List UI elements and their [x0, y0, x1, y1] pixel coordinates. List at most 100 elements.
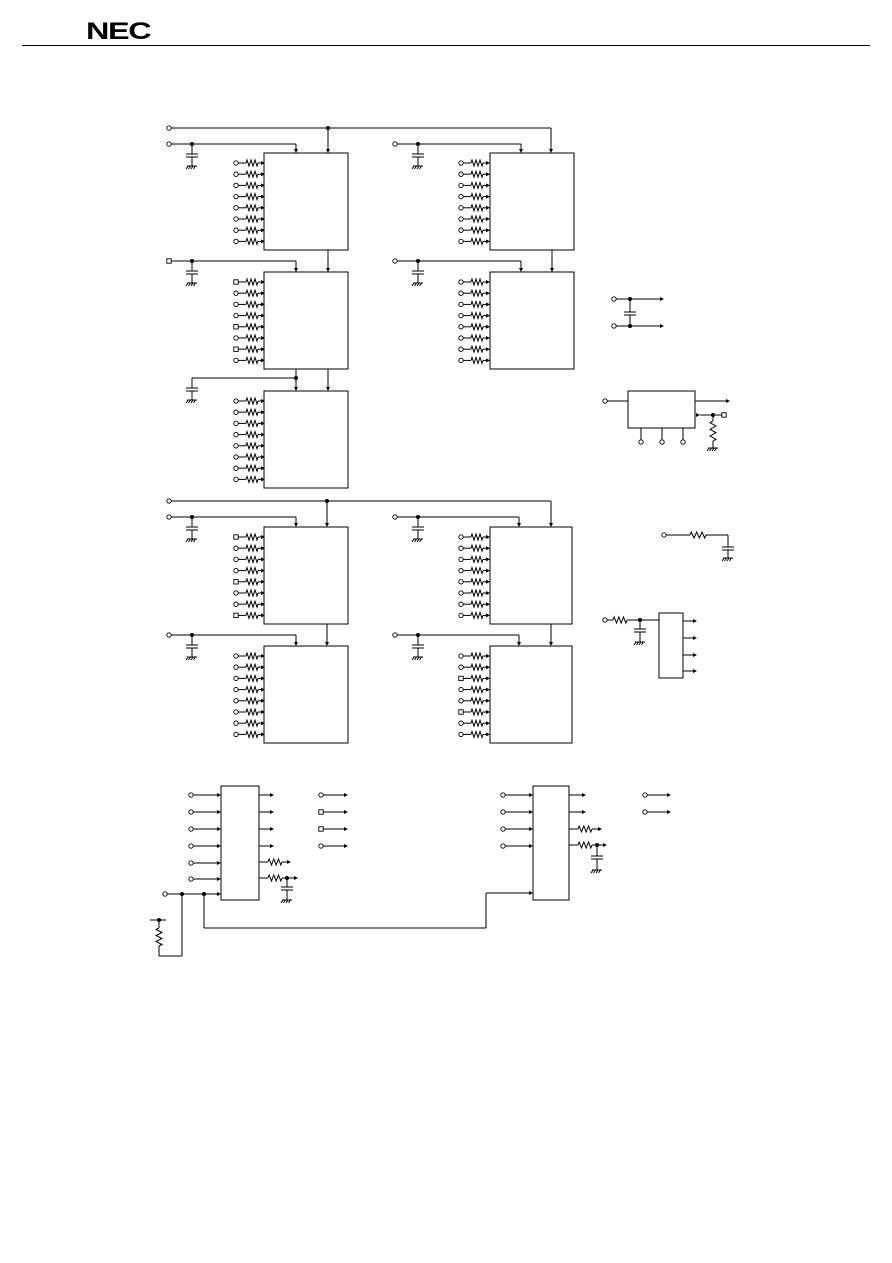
terminal-circle	[233, 476, 239, 483]
ground-symbol	[416, 282, 420, 287]
ic-block	[263, 645, 349, 744]
terminal-circle	[233, 686, 239, 693]
resistor	[470, 673, 484, 683]
terminal-circle	[458, 653, 464, 659]
resistor	[245, 543, 259, 553]
terminal-circle	[233, 205, 239, 211]
ic-block	[263, 152, 349, 251]
arrow-head	[486, 239, 490, 244]
junction-dot	[628, 324, 632, 328]
resistor	[470, 718, 484, 728]
resistor	[245, 718, 259, 728]
resistor	[470, 610, 484, 620]
arrow-head	[261, 654, 265, 658]
arrow-head	[486, 591, 490, 595]
arrow-head	[603, 843, 607, 847]
ground-symbol	[193, 282, 196, 287]
arrow-head	[486, 228, 490, 233]
ground-symbol	[706, 447, 710, 452]
terminal-circle	[392, 514, 398, 520]
arrow-head	[486, 732, 490, 737]
arrow-head	[486, 654, 490, 658]
resistor	[470, 322, 484, 332]
arrow-head	[517, 642, 521, 646]
ic-block	[489, 526, 573, 625]
arrow-head	[261, 399, 265, 403]
arrow-head	[486, 698, 490, 703]
terminal-circle	[458, 324, 464, 330]
terminal-square	[318, 809, 324, 815]
ground-symbol	[724, 557, 727, 562]
terminal-circle	[458, 193, 464, 200]
header-rule	[22, 45, 870, 46]
ground-symbol	[193, 399, 196, 404]
ground-symbol	[709, 447, 712, 452]
resistor	[470, 355, 484, 365]
arrow-head	[486, 194, 490, 199]
arrow-head	[261, 183, 265, 188]
ic-block	[658, 612, 684, 679]
arrow-head	[261, 557, 265, 562]
page-header: NEC	[0, 0, 892, 50]
arrow-head	[261, 687, 265, 692]
terminal-circle	[233, 720, 239, 726]
arrow-head	[660, 324, 664, 328]
arrow-head	[519, 149, 523, 153]
resistor	[470, 277, 484, 287]
resistor	[245, 729, 259, 739]
ground-symbol	[185, 656, 189, 661]
resistor	[708, 420, 718, 442]
arrow-head	[486, 183, 490, 188]
ground-symbol	[416, 656, 420, 661]
arrow-head	[326, 387, 330, 391]
terminal-circle	[458, 534, 464, 540]
terminal-square	[721, 412, 727, 418]
ground-symbol	[283, 899, 286, 904]
arrow-head	[294, 387, 298, 391]
arrow-head	[261, 205, 265, 210]
terminal-circle	[458, 731, 464, 738]
terminal-square	[233, 534, 239, 540]
terminal-circle	[680, 439, 686, 445]
ground-symbol	[414, 282, 417, 287]
terminal-circle	[188, 792, 194, 798]
arrow-head	[261, 161, 265, 165]
ground-symbol	[411, 282, 415, 287]
arrow-head	[261, 358, 265, 363]
terminal-circle	[233, 567, 239, 574]
arrow-head	[486, 676, 490, 681]
arrow-head	[598, 827, 602, 831]
resistor	[245, 322, 259, 332]
resistor	[470, 651, 484, 661]
arrow-head	[667, 793, 671, 797]
terminal-circle	[318, 843, 324, 849]
resistor	[245, 474, 259, 484]
arrow-head	[217, 877, 221, 881]
arrow-head	[486, 217, 490, 221]
arrow-head	[344, 810, 348, 814]
arrow-head	[486, 313, 490, 318]
arrow-head	[486, 535, 490, 539]
terminal-circle	[188, 809, 194, 815]
resistor	[245, 441, 259, 451]
resistor	[470, 696, 484, 706]
terminal-circle	[233, 590, 239, 596]
ground-symbol	[419, 165, 422, 170]
terminal-circle	[233, 290, 239, 296]
resistor	[267, 873, 283, 883]
arrow-head	[486, 579, 490, 584]
arrow-head	[529, 891, 533, 895]
terminal-square	[233, 279, 239, 285]
terminal-circle	[602, 398, 608, 404]
terminal-circle	[458, 205, 464, 211]
arrow-head	[294, 149, 298, 153]
arrow-head	[486, 291, 490, 296]
resistor	[470, 158, 484, 168]
arrow-head	[486, 687, 490, 692]
ground-symbol	[190, 656, 194, 661]
arrow-head	[326, 268, 330, 272]
arrow-head	[517, 523, 521, 527]
resistor	[245, 225, 259, 235]
resistor	[245, 430, 259, 440]
terminal-circle	[233, 556, 239, 563]
